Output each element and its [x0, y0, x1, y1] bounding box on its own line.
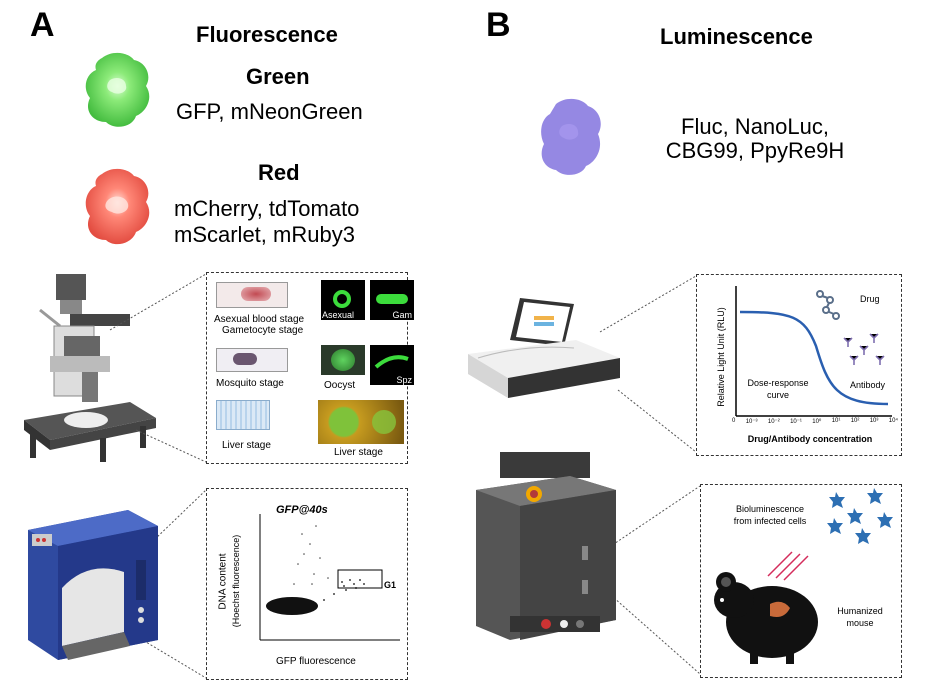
humanized-mouse-label-1: Humanized: [837, 606, 883, 616]
asexual-stage-label: Asexual blood stage: [214, 314, 305, 325]
antibody-label: Antibody: [850, 380, 886, 390]
tile-gam-label: Gam: [392, 310, 412, 320]
oocyst-tile: [321, 345, 365, 375]
concentration-xlabel: Drug/Antibody concentration: [747, 434, 873, 444]
dose-response-chart: [735, 286, 892, 417]
x-tick-2: 10⁻²: [767, 419, 780, 425]
x-tick-8: 10⁴: [888, 418, 898, 424]
dose-response-panel: [696, 274, 902, 456]
mosquito-slide-image: [216, 348, 288, 372]
green-proteins: GFP, mNeonGreen: [176, 99, 363, 124]
x-ticks: 0 10⁻³ 10⁻² 10⁻¹ 10⁰ 10¹ 10² 10³ 10⁴: [732, 418, 898, 425]
tile-liver-label: Liver stage: [334, 447, 383, 458]
red-heading: Red: [258, 160, 300, 185]
red-protein-icon: [85, 168, 150, 245]
flow-ylabel-1: DNA content: [217, 553, 229, 610]
liver-stage-label: Liver stage: [222, 440, 271, 451]
dose-response-label-2: curve: [766, 390, 789, 400]
drug-label: Drug: [860, 294, 880, 304]
tile-oocyst-label: Oocyst: [324, 380, 356, 391]
panel-a-letter: A: [30, 6, 55, 44]
humanized-mouse-label-2: mouse: [846, 618, 874, 628]
liver-plate-image: [216, 400, 270, 430]
microscope-icon: [24, 274, 156, 462]
red-proteins-line2: mScarlet, mRuby3: [174, 222, 355, 247]
spz-tile: Spz: [370, 345, 414, 385]
bioluminescence-label-2: from infected cells: [733, 516, 807, 526]
liver-stage-tile: [318, 400, 404, 444]
flow-plot-title: GFP@40s: [276, 504, 328, 516]
fluorescence-title: Fluorescence: [196, 22, 338, 47]
luminescence-title: Luminescence: [660, 24, 813, 49]
plate-reader-icon: [468, 298, 620, 398]
x-tick-0: 0: [732, 418, 736, 424]
green-protein-icon: [85, 52, 150, 127]
luciferase-line2: CBG99, PpyRe9H: [665, 138, 845, 163]
mouse-icon: [714, 572, 818, 664]
luciferase-line1: Fluc, NanoLuc,: [681, 114, 829, 139]
purple-protein-icon: [541, 98, 601, 175]
asexual-tile: Asexual: [321, 280, 365, 320]
flow-gate-label: G1: [384, 580, 397, 590]
light-emission-icon: [767, 551, 809, 581]
green-heading: Green: [246, 64, 310, 89]
tile-spz-label: Spz: [396, 375, 412, 385]
gametocyte-stage-label: Gametocyte stage: [222, 325, 304, 336]
flow-xlabel: GFP fluorescence: [276, 656, 356, 667]
x-tick-3: 10⁻¹: [790, 419, 802, 425]
bioluminescence-label-1: Bioluminescence: [735, 504, 805, 514]
infected-cells-icon: [827, 488, 893, 544]
imaging-system-icon: [476, 452, 616, 640]
flow-scatter-plot: [259, 514, 400, 641]
flow-cytometer-icon: [28, 510, 158, 660]
x-tick-4: 10⁰: [812, 419, 822, 425]
asexual-slide-image: [216, 282, 288, 308]
dose-response-label-1: Dose-response: [747, 378, 809, 388]
x-tick-6: 10²: [850, 418, 860, 424]
x-tick-1: 10⁻³: [745, 419, 758, 425]
x-tick-5: 10¹: [831, 418, 841, 424]
mosquito-stage-label: Mosquito stage: [216, 378, 284, 389]
red-proteins-line1: mCherry, tdTomato: [174, 196, 360, 221]
rlu-ylabel: Relative Light Unit (RLU): [716, 307, 726, 407]
flow-ylabel-2: (Hoechst fluorescence): [231, 534, 241, 628]
gam-tile: Gam: [370, 280, 414, 320]
tile-asexual-label: Asexual: [322, 310, 355, 320]
flow-plot-panel: [206, 488, 408, 680]
x-tick-7: 10³: [869, 418, 879, 424]
panel-b-letter: B: [486, 6, 511, 44]
